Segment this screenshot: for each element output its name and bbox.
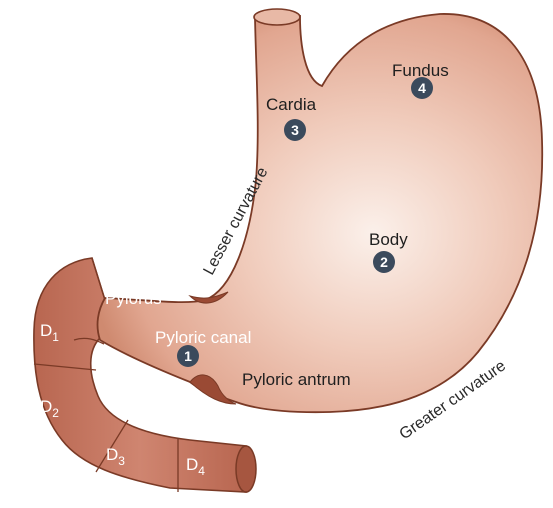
marker-1: 1 [177,345,199,367]
svg-text:2: 2 [380,254,388,270]
label-pyloric-canal: Pyloric canal [155,328,251,347]
stomach-body [98,14,543,412]
marker-2: 2 [373,251,395,273]
svg-text:3: 3 [291,122,299,138]
label-pylorus: Pylorus [105,289,162,308]
marker-3: 3 [284,119,306,141]
esophagus-opening [254,9,300,25]
marker-4: 4 [411,77,433,99]
label-cardia: Cardia [266,95,317,114]
label-pyloric-antrum: Pyloric antrum [242,370,351,389]
svg-text:1: 1 [184,348,192,364]
duodenum-opening [236,446,256,492]
svg-text:4: 4 [418,80,426,96]
label-body: Body [369,230,408,249]
